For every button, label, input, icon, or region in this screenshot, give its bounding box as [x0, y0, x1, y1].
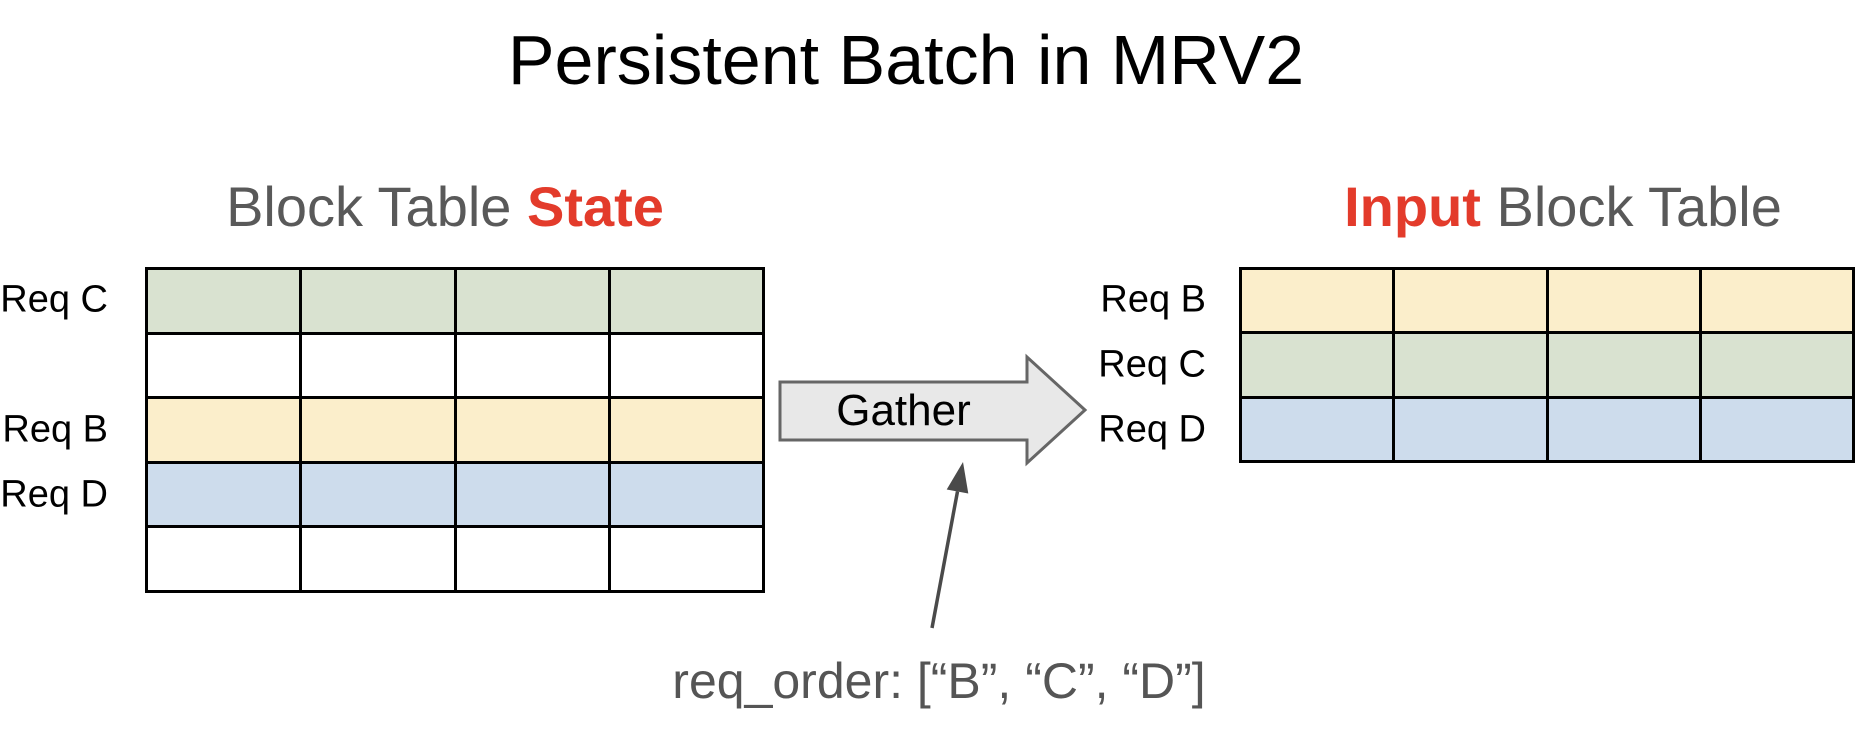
state-table-cell-r0c0 [148, 270, 300, 332]
left-table-title-accent: State [526, 175, 664, 238]
input-table-cell-r0c1 [1395, 270, 1546, 332]
input-table-cell-r0c3 [1701, 270, 1852, 332]
state-table-cell-r1c1 [302, 334, 454, 397]
input-table-cell-r1c0 [1242, 334, 1393, 396]
state-table-cell-r4c3 [610, 528, 762, 590]
state-table-cell-r2c1 [302, 399, 454, 461]
right-table-title-accent: Input [1344, 175, 1481, 238]
input-table-cell-r1c2 [1548, 334, 1699, 396]
state-table-cell-r4c1 [302, 528, 454, 590]
state-table-cell-r1c0 [148, 334, 300, 397]
state-table-row-label-req-b: Req B [2, 408, 108, 451]
state-table-cell-r0c3 [610, 270, 762, 332]
block-table-state-grid [145, 267, 765, 593]
state-table-cell-r1c3 [610, 334, 762, 397]
state-table-row-label-req-d: Req D [0, 473, 108, 516]
state-table-cell-r3c3 [610, 463, 762, 526]
input-table-row-label-req-d: Req D [1098, 408, 1206, 451]
input-table-cell-r2c3 [1701, 398, 1852, 460]
input-table-cell-r1c1 [1395, 334, 1546, 396]
input-table-cell-r2c0 [1242, 398, 1393, 460]
input-table-row-label-req-c: Req C [1098, 343, 1206, 386]
input-block-table-grid [1239, 267, 1855, 463]
req-order-arrow-line [930, 491, 960, 629]
input-table-cell-r2c2 [1548, 398, 1699, 460]
req-order-arrowhead [946, 462, 969, 494]
state-table-cell-r3c2 [456, 463, 608, 526]
input-table-cell-r1c3 [1701, 334, 1852, 396]
right-table-title-plain: Block Table [1480, 175, 1782, 238]
state-table-cell-r4c2 [456, 528, 608, 590]
state-table-cell-r3c1 [302, 463, 454, 526]
state-table-cell-r2c3 [610, 399, 762, 461]
left-table-title-plain: Block Table [226, 175, 527, 238]
right-table-title: Input Block Table [1213, 176, 1874, 238]
input-table-row-label-req-b: Req B [1100, 278, 1206, 321]
state-table-row-label-req-c: Req C [0, 278, 108, 321]
state-table-cell-r0c2 [456, 270, 608, 332]
gather-label: Gather [836, 386, 971, 435]
input-table-cell-r2c1 [1395, 398, 1546, 460]
state-table-cell-r1c2 [456, 334, 608, 397]
state-table-cell-r2c2 [456, 399, 608, 461]
state-table-cell-r4c0 [148, 528, 300, 590]
left-table-title: Block Table State [95, 176, 795, 238]
input-table-cell-r0c0 [1242, 270, 1393, 332]
state-table-cell-r3c0 [148, 463, 300, 526]
input-table-cell-r0c2 [1548, 270, 1699, 332]
slide-title: Persistent Batch in MRV2 [507, 21, 1305, 99]
state-table-cell-r2c0 [148, 399, 300, 461]
req-order-annotation: req_order: [“B”, “C”, “D”] [672, 653, 1206, 709]
state-table-cell-r0c1 [302, 270, 454, 332]
